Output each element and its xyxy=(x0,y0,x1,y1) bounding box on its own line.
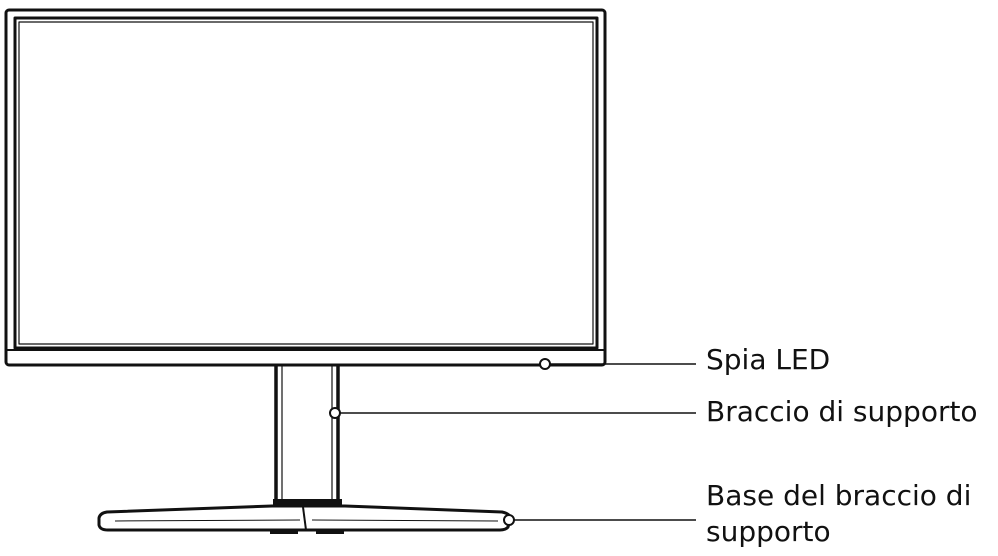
monitor-inner-edge xyxy=(18,21,594,345)
label-support-base-line1: Base del braccio di xyxy=(706,479,972,512)
monitor xyxy=(4,8,607,367)
base-marker xyxy=(503,514,515,526)
arm-marker xyxy=(329,407,341,419)
monitor-screen xyxy=(13,16,599,350)
stand-arm xyxy=(273,366,342,505)
label-support-base-line2: supporto xyxy=(706,515,831,548)
label-support-arm: Braccio di supporto xyxy=(706,395,978,428)
label-led-indicator: Spia LED xyxy=(706,343,831,376)
callout-base xyxy=(503,514,696,526)
monitor-outer-bezel xyxy=(4,8,607,367)
callout-led xyxy=(539,358,696,370)
callout-arm xyxy=(329,407,696,419)
stand-base xyxy=(97,504,512,534)
stand-arm-joint xyxy=(273,499,342,505)
led-marker xyxy=(539,358,551,370)
